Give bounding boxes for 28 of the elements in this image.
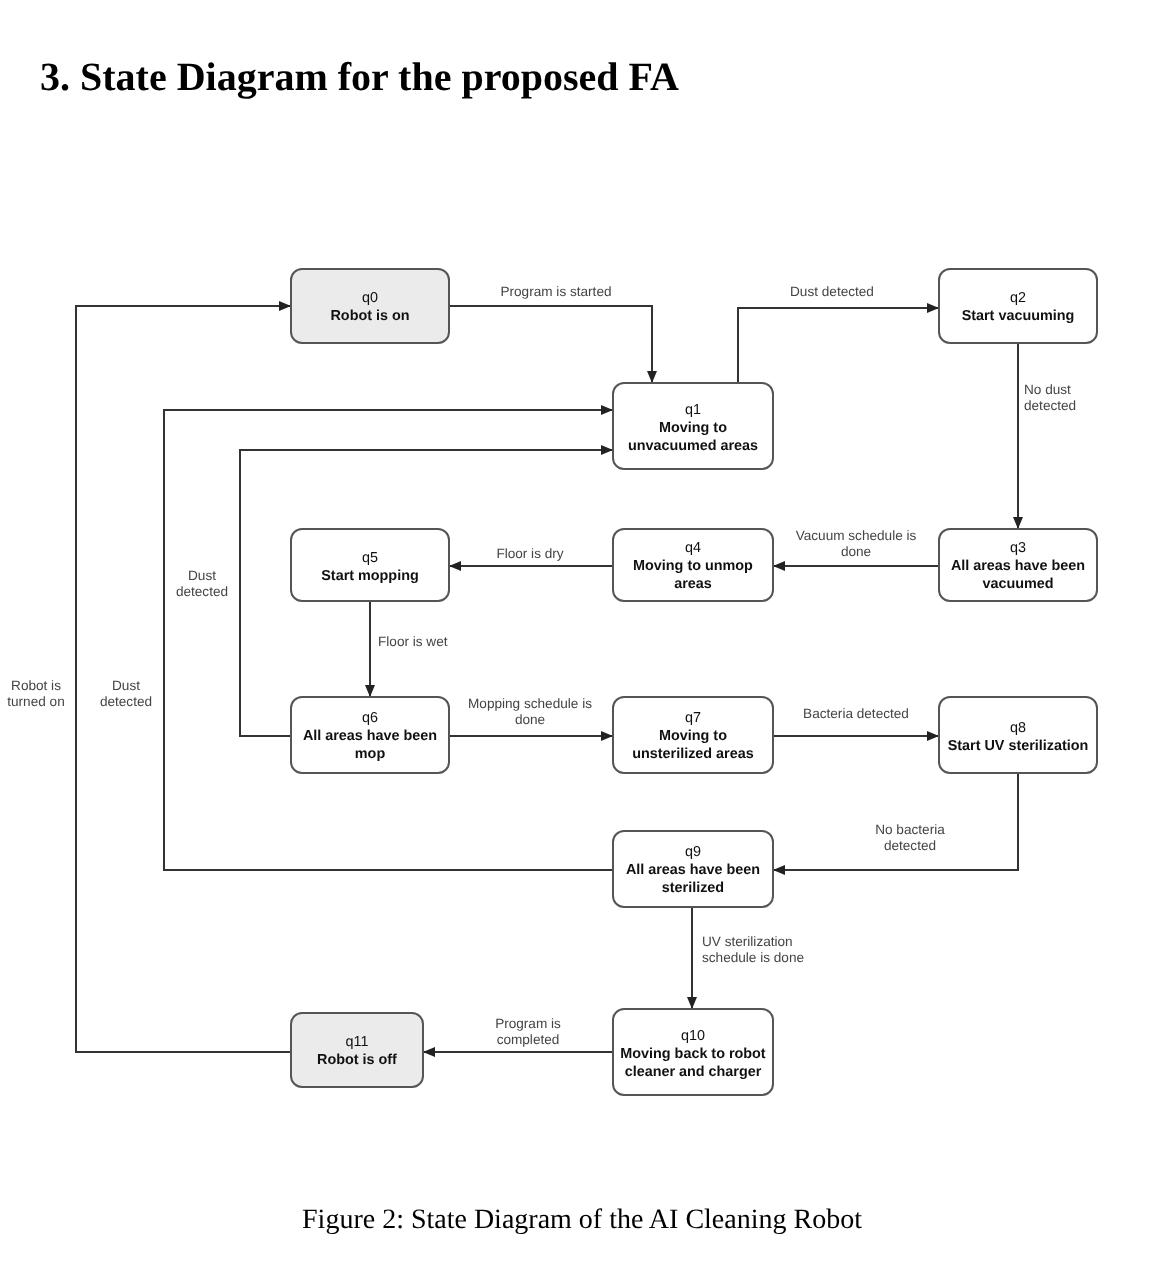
transition-arrow [773, 773, 1019, 875]
state-box [612, 830, 774, 908]
transition-arrow [737, 303, 939, 383]
transition-arrow [449, 561, 613, 571]
transition-arrow [365, 601, 375, 697]
state-box [938, 696, 1098, 774]
transition-arrow [773, 731, 939, 741]
figure-caption: Figure 2: State Diagram of the AI Cleaning Robot [300, 1206, 864, 1238]
state-box [938, 528, 1098, 602]
state-box [290, 696, 450, 774]
transition-arrow [687, 907, 697, 1009]
transition-arrow [1013, 343, 1023, 529]
heading: 3. State Diagram for the proposed FA [40, 56, 679, 102]
transition-arrow [75, 301, 291, 1053]
transition-arrow [449, 731, 613, 741]
state-box [612, 382, 774, 470]
state-box [290, 268, 450, 344]
transition-arrow [773, 561, 939, 571]
transition-arrow [449, 305, 657, 383]
state-box [290, 1012, 424, 1088]
state-box [612, 696, 774, 774]
state-box [612, 528, 774, 602]
state-box [290, 528, 450, 602]
transition-arrow [423, 1047, 613, 1057]
state-box [612, 1008, 774, 1096]
transition-arrow [163, 405, 613, 871]
transition-arrow [239, 445, 613, 737]
state-box [938, 268, 1098, 344]
